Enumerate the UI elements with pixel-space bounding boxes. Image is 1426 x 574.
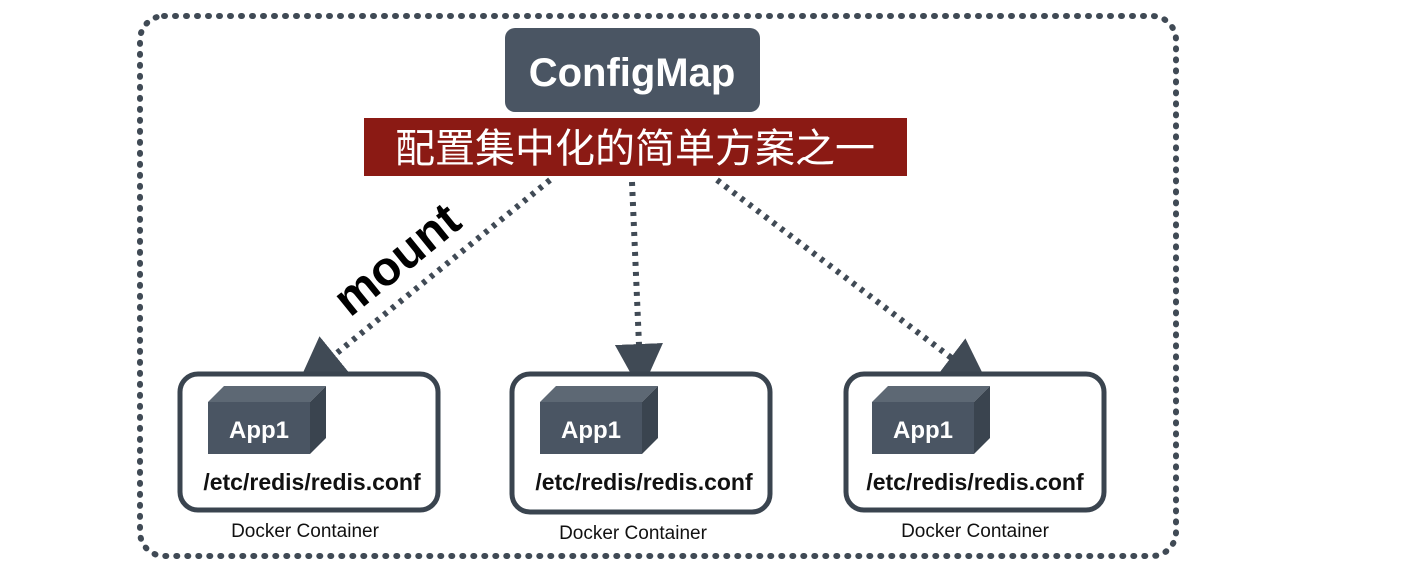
- mount-arrow-left: [297, 177, 552, 386]
- app-cube-icon: [540, 386, 658, 454]
- outer-boundary: [137, 13, 1179, 559]
- configmap-label: ConfigMap: [529, 51, 736, 95]
- app-cube-icon: [208, 386, 326, 454]
- configmap-node: ConfigMap: [505, 28, 760, 112]
- mount-arrow-center: [614, 181, 663, 392]
- docker-container-2: App1 /etc/redis/redis.conf Docker Contai…: [509, 371, 773, 544]
- app-label: App1: [561, 417, 621, 444]
- container-caption: Docker Container: [901, 521, 1050, 542]
- mount-arrow-right: [715, 177, 990, 387]
- app-cube-icon: [872, 386, 990, 454]
- config-path: /etc/redis/redis.conf: [535, 469, 753, 495]
- docker-container-1: App1 /etc/redis/redis.conf Docker Contai…: [177, 371, 441, 542]
- app-label: App1: [229, 417, 289, 444]
- mount-label: mount: [324, 193, 471, 326]
- container-caption: Docker Container: [559, 523, 708, 544]
- description-text: 配置集中化的简单方案之一: [395, 126, 875, 172]
- container-caption: Docker Container: [231, 521, 380, 542]
- docker-container-3: App1 /etc/redis/redis.conf Docker Contai…: [843, 371, 1107, 542]
- config-path: /etc/redis/redis.conf: [866, 469, 1084, 495]
- description-banner: 配置集中化的简单方案之一: [364, 118, 907, 176]
- app-label: App1: [893, 417, 953, 444]
- config-path: /etc/redis/redis.conf: [203, 469, 421, 495]
